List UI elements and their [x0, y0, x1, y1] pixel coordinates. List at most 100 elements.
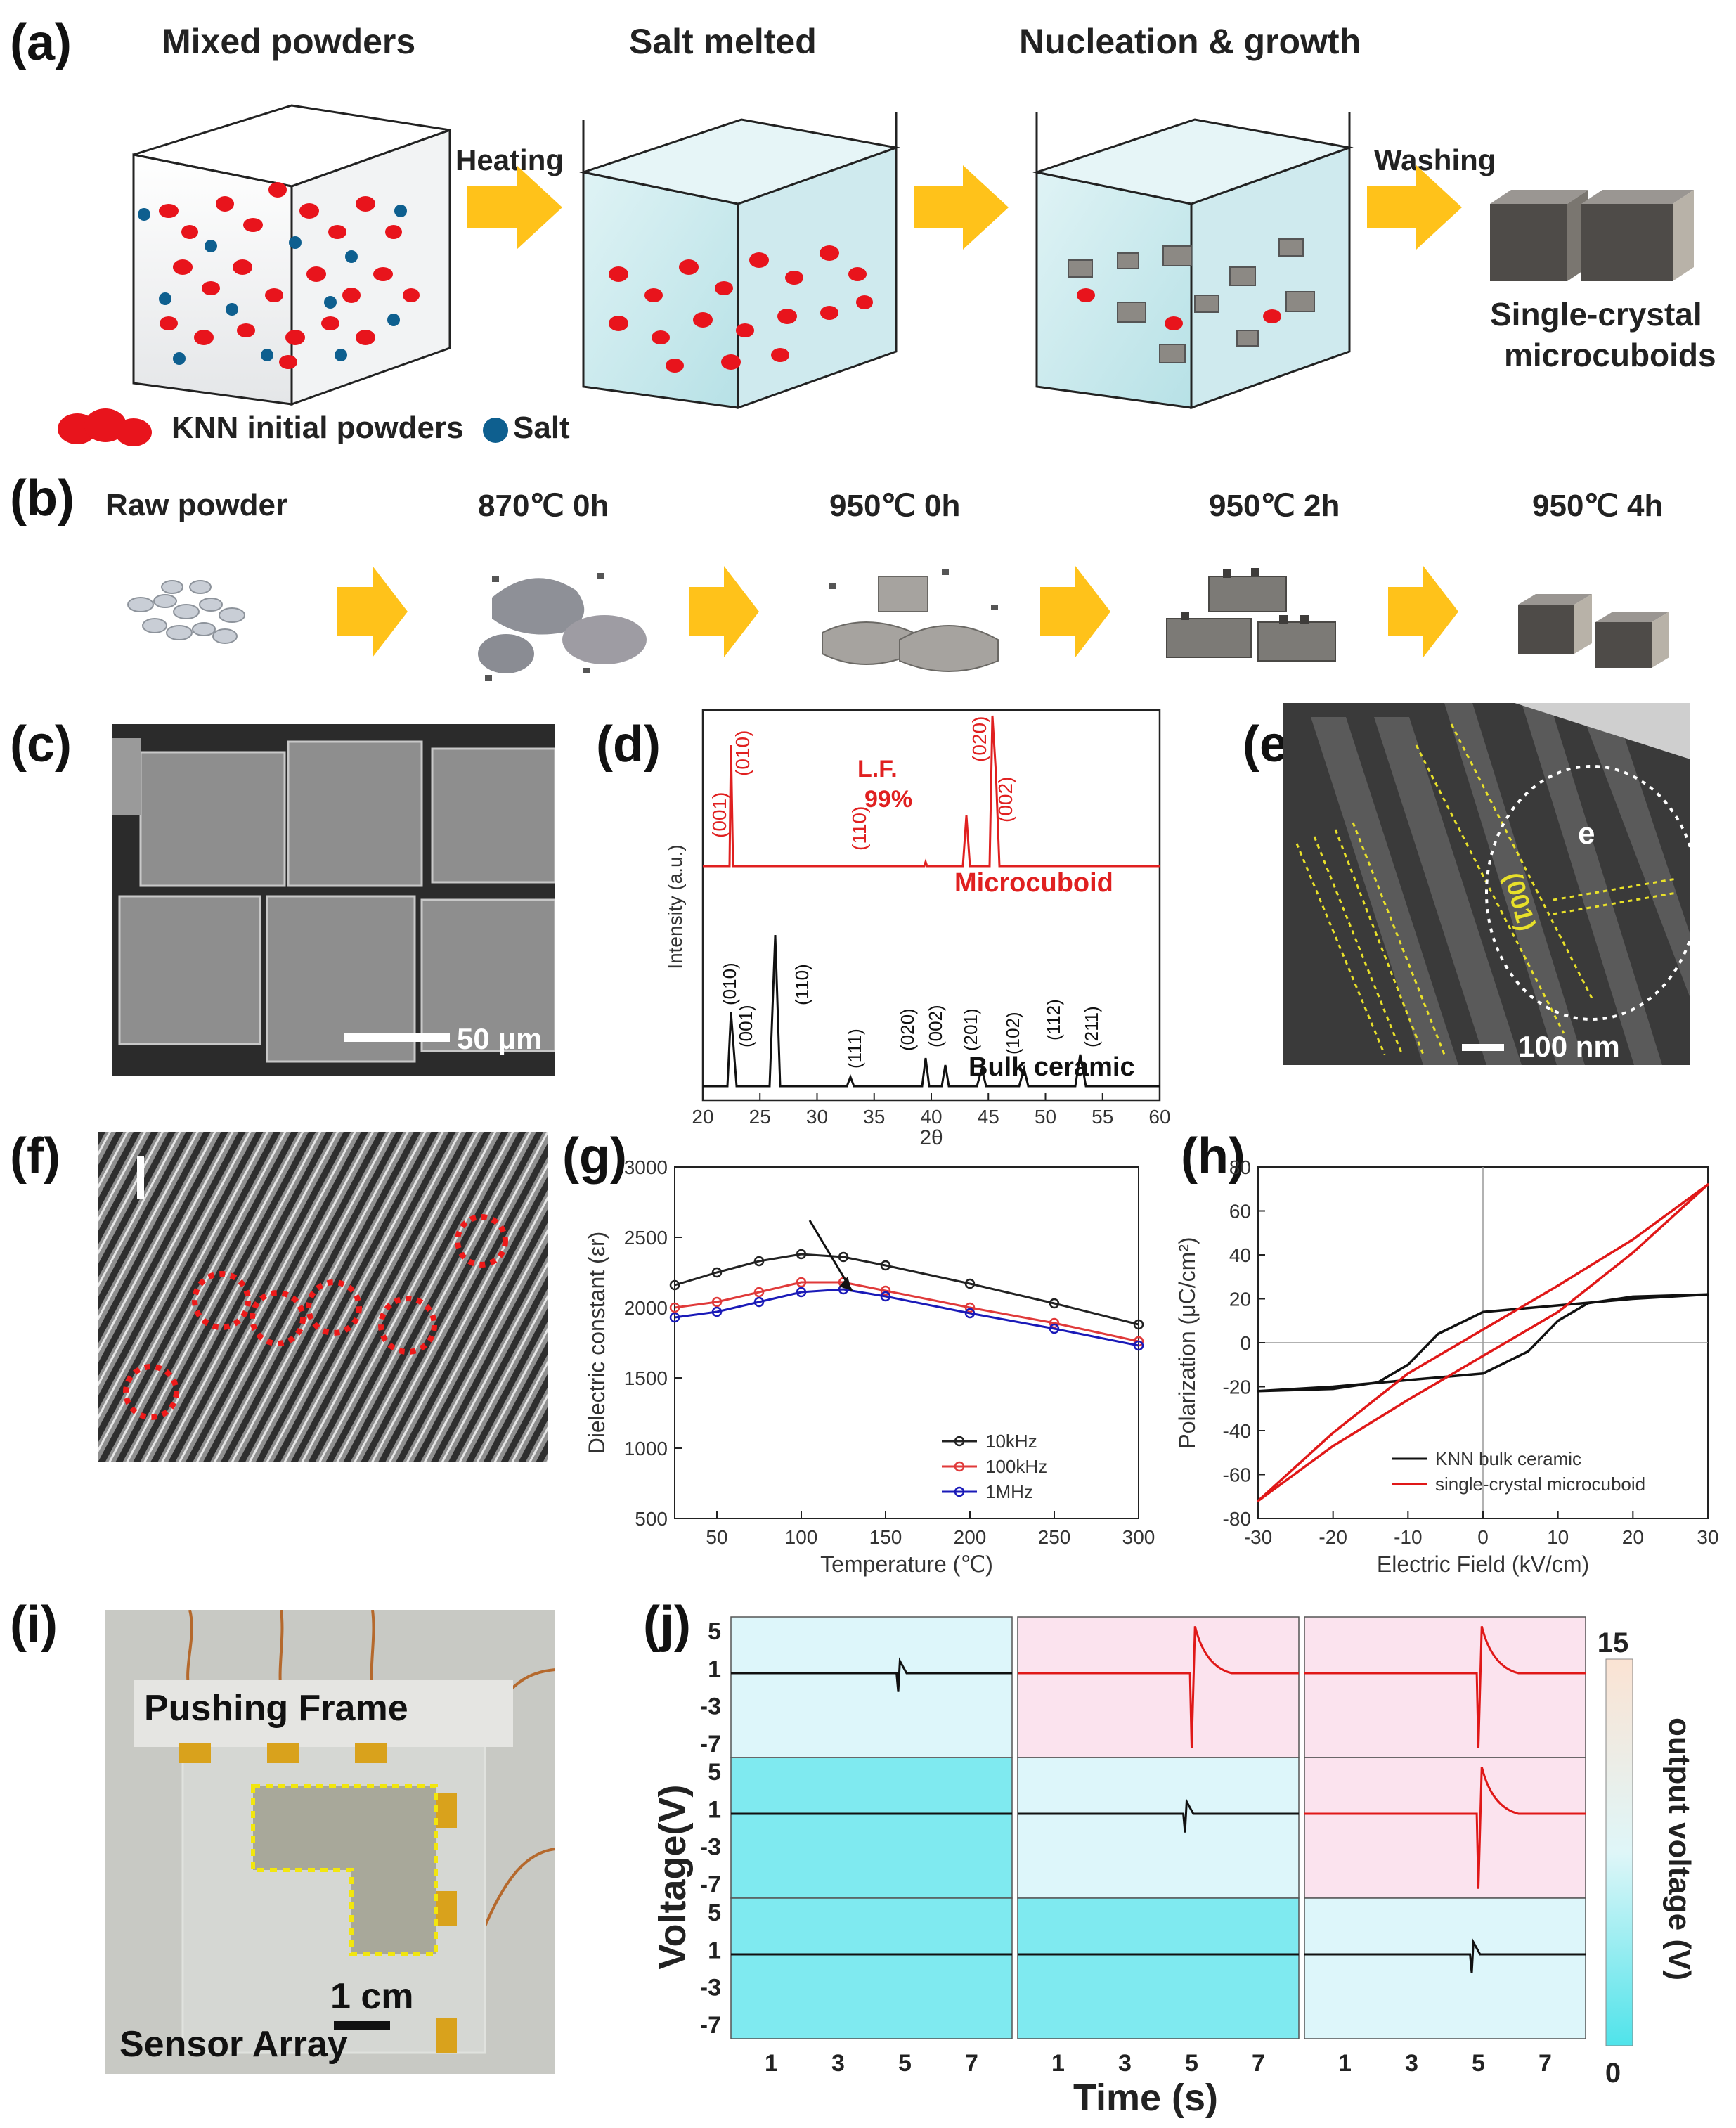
- colorbar: [1605, 1658, 1633, 2046]
- growth-arrow: [914, 165, 1009, 250]
- mixed-powders-title: Mixed powders: [162, 22, 416, 61]
- tem-scale-bar: [1462, 1044, 1504, 1051]
- panel-a-schematic: [58, 104, 1694, 446]
- nucleation-title: Nucleation & growth: [1019, 22, 1361, 61]
- colorbar-label: output voltage (V): [1662, 1717, 1697, 1980]
- dielectric-ytick-label: 2000: [624, 1297, 668, 1319]
- voltage-xtick-label: 5: [898, 2050, 912, 2077]
- voltage-xtick-label: 5: [1472, 2050, 1485, 2077]
- dielectric-point: [711, 1306, 723, 1317]
- dielectric-point: [1133, 1319, 1144, 1330]
- voltage-xtick-label: 7: [1252, 2050, 1265, 2077]
- dielectric-axes: [674, 1166, 1139, 1519]
- dielectric-ytick-label: 500: [635, 1508, 668, 1530]
- stage-950-2h-grains: [1166, 568, 1336, 662]
- hysteresis-ytick-label: -60: [1223, 1464, 1251, 1486]
- nucleation-box: [1032, 112, 1354, 410]
- microcuboid-result: [1490, 190, 1694, 281]
- voltage-ytick-label: -3: [700, 1834, 721, 1861]
- dielectric-xlabel: Temperature (℃): [820, 1552, 993, 1577]
- dielectric-point: [711, 1267, 723, 1278]
- lf-line2: 99%: [864, 786, 912, 813]
- salt-melted-title: Salt melted: [629, 22, 817, 61]
- dielectric-legend-marker: [954, 1436, 965, 1447]
- hysteresis-xtick-label: 10: [1547, 1526, 1569, 1548]
- legend-salt-label: Salt: [513, 411, 570, 445]
- voltage-cell: [1017, 1897, 1300, 2039]
- voltage-xtick-label: 3: [1118, 2050, 1132, 2077]
- bulk-peak-002: (002): [925, 1005, 946, 1047]
- dielectric-point: [880, 1291, 891, 1302]
- dielectric-xtick-label: 100: [785, 1526, 818, 1548]
- dielectric-point: [964, 1278, 976, 1289]
- bulk-peak-201: (201): [960, 1008, 981, 1051]
- voltage-trace: [731, 1657, 1012, 1692]
- bulk-peak-110: (110): [791, 964, 812, 1005]
- voltage-xtick-label: 5: [1185, 2050, 1198, 2077]
- voltage-ytick-label: 5: [708, 1900, 721, 1926]
- hysteresis-ytick-label: -80: [1223, 1508, 1251, 1530]
- hysteresis-ytick-label: -20: [1223, 1376, 1251, 1398]
- micro-peak-110: (110): [848, 806, 870, 851]
- photo-scale-bar: [334, 2021, 390, 2030]
- xrd-xtick-label: 45: [978, 1106, 999, 1128]
- dielectric-point: [1049, 1323, 1060, 1334]
- voltage-ylabel: Voltage(V): [654, 1784, 694, 1969]
- bulk-peak-211: (211): [1081, 1006, 1102, 1047]
- washing-arrow: [1367, 165, 1462, 250]
- voltage-cell: [730, 1897, 1013, 2039]
- panel-b-evolution: [127, 566, 1669, 681]
- hysteresis-xtick-label: 20: [1622, 1526, 1644, 1548]
- dielectric-point: [838, 1251, 849, 1263]
- xrd-xtick-label: 20: [692, 1106, 713, 1128]
- voltage-ytick-label: 1: [708, 1796, 721, 1823]
- hysteresis-xtick-label: -10: [1394, 1526, 1422, 1548]
- voltage-ytick-label: 1: [708, 1656, 721, 1682]
- micro-peak-010: (010): [732, 730, 753, 776]
- hysteresis-xlabel: Electric Field (kV/cm): [1377, 1552, 1589, 1577]
- mixed-powder-box: [132, 104, 451, 406]
- panel-j-label: (j): [643, 1597, 691, 1653]
- dielectric-point: [796, 1277, 807, 1288]
- xrd-xtick-label: 30: [806, 1106, 828, 1128]
- legend-salt-marker: [483, 418, 508, 443]
- hysteresis-xtick-label: 30: [1697, 1526, 1718, 1548]
- xrd-ylabel: Intensity (a.u.): [664, 844, 686, 969]
- sem-scale-label: 50 μm: [457, 1022, 542, 1055]
- panel-f-label: (f): [10, 1128, 60, 1185]
- hysteresis-ytick-label: -40: [1223, 1420, 1251, 1442]
- voltage-ytick-label: 5: [708, 1759, 721, 1786]
- voltage-cell: [1304, 1757, 1586, 1899]
- hysteresis-ytick-label: 60: [1229, 1201, 1251, 1223]
- stage-870-grains: [478, 573, 647, 681]
- voltage-xtick-label: 1: [1338, 2050, 1352, 2077]
- dielectric-ytick-label: 1000: [624, 1438, 668, 1459]
- voltage-cell: [730, 1616, 1013, 1758]
- panel-a-label: (a): [10, 15, 72, 71]
- dielectric-point: [753, 1256, 765, 1267]
- dielectric-ytick-label: 1500: [624, 1367, 668, 1389]
- voltage-ytick-label: -7: [700, 1871, 721, 1898]
- panel-i-label: (i): [10, 1597, 58, 1653]
- voltage-ytick-label: -3: [700, 1694, 721, 1720]
- lattice-fringe-image: [98, 1132, 548, 1462]
- sensor-photo: [105, 1610, 555, 2074]
- heating-arrow: [467, 165, 562, 250]
- dielectric-ylabel: Dielectric constant (εr): [584, 1232, 609, 1455]
- pushing-frame-label: Pushing Frame: [144, 1688, 408, 1729]
- tem-scale-label: 100 nm: [1518, 1030, 1620, 1063]
- stage-950-4h-label: 950℃ 4h: [1532, 489, 1664, 523]
- voltage-cell: [1304, 1897, 1586, 2039]
- voltage-ytick-label: -7: [700, 2012, 721, 2039]
- bulk-peak-112: (112): [1043, 999, 1064, 1040]
- xrd-xtick-label: 40: [920, 1106, 942, 1128]
- voltage-cell: [1304, 1616, 1586, 1758]
- voltage-ytick-label: -3: [700, 1975, 721, 2001]
- photo-scale-label: 1 cm: [330, 1976, 414, 2017]
- hysteresis-xtick-label: 0: [1477, 1526, 1489, 1548]
- stage-raw-label: Raw powder: [105, 488, 288, 522]
- bulk-ceramic-label: Bulk ceramic: [969, 1052, 1135, 1082]
- dielectric-legend-marker: [954, 1486, 965, 1497]
